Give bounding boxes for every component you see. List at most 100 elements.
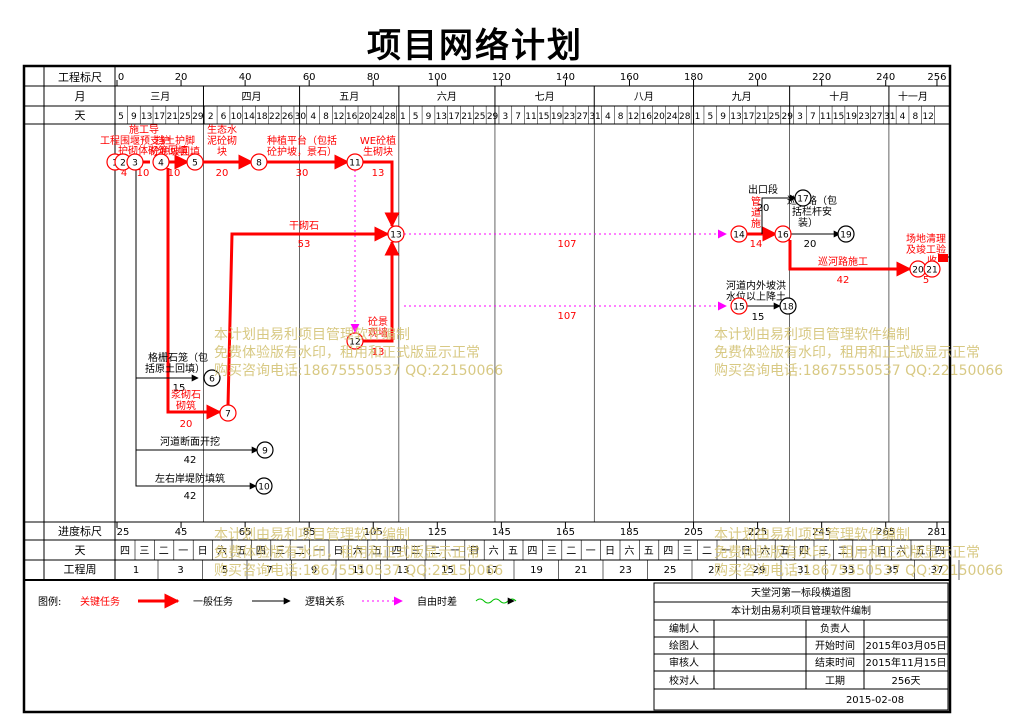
- checker-label: 校对人: [669, 674, 699, 687]
- day-label: 9: [720, 112, 726, 122]
- node-11[interactable]: 11: [346, 153, 364, 171]
- node-16[interactable]: 16: [774, 225, 792, 243]
- scale-tick-label: 100: [428, 72, 447, 83]
- weekday-label: 二: [159, 546, 169, 557]
- task-15-dur: 14: [750, 239, 763, 250]
- day-label: 19: [551, 112, 563, 122]
- week-label: 29: [753, 565, 766, 576]
- node-17[interactable]: 17: [794, 189, 812, 207]
- day-label: 18: [256, 112, 268, 122]
- day-label: 25: [769, 112, 780, 122]
- progress-tick-label: 65: [239, 527, 252, 538]
- duration-value: 256天: [891, 676, 920, 687]
- day-label: 21: [461, 112, 472, 122]
- day-label: 3: [797, 112, 803, 122]
- node-5[interactable]: 5: [186, 153, 204, 171]
- task-5-dur: 30: [296, 168, 309, 179]
- node-6[interactable]: 6: [203, 369, 221, 387]
- node-7[interactable]: 7: [219, 404, 237, 422]
- node-9[interactable]: 9: [256, 441, 274, 459]
- node-circle: [730, 297, 748, 315]
- weekday-label: 六: [760, 545, 770, 557]
- scale-tick-label: 140: [556, 72, 575, 83]
- day-label: 15: [538, 112, 549, 122]
- editor-label: 编制人: [669, 622, 699, 635]
- progress-tick-label: 85: [303, 527, 316, 538]
- day-label: 23: [564, 112, 575, 122]
- week-label: 15: [441, 565, 454, 576]
- week-label: 37: [931, 565, 944, 576]
- weekday-label: 五: [372, 546, 382, 557]
- day-label: 11: [525, 112, 536, 122]
- task-14-dur: 20: [804, 239, 817, 250]
- scale-tick-label: 160: [620, 72, 639, 83]
- task-6-label: WE砼植: [360, 134, 396, 147]
- weekday-label: 日: [605, 546, 615, 557]
- scale-tick-label: 256: [927, 72, 946, 83]
- node-8[interactable]: 8: [250, 153, 268, 171]
- month-label: 四月: [242, 91, 262, 103]
- day-label: 28: [679, 112, 691, 122]
- node-4[interactable]: 4: [152, 153, 170, 171]
- day-label: 29: [192, 112, 204, 122]
- node-21[interactable]: 21: [923, 260, 941, 278]
- weekday-label: 日: [469, 546, 479, 557]
- task-4-label2: 泥砼砌: [207, 134, 237, 147]
- node-number: 11: [349, 159, 360, 169]
- task-11-label: 河道断面开挖: [160, 435, 220, 448]
- task-14-label3: 装）: [798, 216, 818, 229]
- node-3[interactable]: 3: [126, 153, 144, 171]
- weekday-label: 五: [508, 546, 518, 557]
- day-label: 12: [628, 112, 639, 122]
- node-14[interactable]: 14: [730, 225, 748, 243]
- day-label: 20: [653, 112, 665, 122]
- free-float-2-value: 107: [557, 311, 576, 322]
- node-number: 14: [733, 231, 745, 241]
- task-17-label: 场地清理: [906, 232, 946, 245]
- node-13[interactable]: 13: [387, 225, 405, 243]
- weekday-label: 二: [430, 546, 440, 557]
- node-circle: [152, 153, 170, 171]
- node-circle: [794, 189, 812, 207]
- day-label: 24: [372, 112, 384, 122]
- node-number: 13: [390, 231, 401, 241]
- task-7-dur: 53: [298, 239, 311, 250]
- task-10-dur: 20: [180, 419, 193, 430]
- day-label: 5: [707, 112, 713, 122]
- weekday-label: 一: [721, 546, 731, 557]
- legend-critical-label: 关键任务: [80, 595, 120, 608]
- node-10[interactable]: 10: [255, 477, 273, 495]
- task-12-dur: 42: [184, 491, 197, 502]
- node-circle: [250, 153, 268, 171]
- critical-arrows: [122, 154, 928, 420]
- scale-tick-label: 40: [239, 72, 252, 83]
- node-18[interactable]: 18: [779, 297, 797, 315]
- node-number: 9: [262, 447, 268, 457]
- month-label: 九月: [732, 91, 752, 103]
- progress-tick-label: 205: [684, 527, 703, 538]
- weekday-label: 一: [450, 546, 460, 557]
- node-19[interactable]: 19: [837, 225, 855, 243]
- task-15-label: 管: [751, 195, 761, 208]
- day-label: 17: [743, 112, 754, 122]
- task-9-dur: 15: [173, 383, 186, 394]
- day-label: 1: [695, 112, 701, 122]
- node-circle: [126, 153, 144, 171]
- week-label: 25: [664, 565, 677, 576]
- node-15[interactable]: 15: [730, 297, 748, 315]
- drawer-label: 绘图人: [669, 639, 699, 652]
- progress-tick-label: 225: [748, 527, 767, 538]
- task-2-dur: 10: [137, 168, 150, 179]
- progress-tick-label: 281: [927, 527, 946, 538]
- day-label: 4: [310, 112, 316, 122]
- task-10-label2: 砌筑: [176, 399, 196, 412]
- task-6-label2: 生砌块: [363, 145, 393, 158]
- node-circle: [346, 153, 364, 171]
- node-number: 8: [256, 159, 262, 169]
- weekday-label: 三: [683, 546, 693, 557]
- task-7-label: 干砌石: [289, 220, 319, 232]
- finish-flag: [938, 254, 948, 262]
- title-block: [653, 582, 949, 711]
- task-8-label2: 观墙: [368, 326, 388, 339]
- node-12[interactable]: 12: [346, 332, 364, 350]
